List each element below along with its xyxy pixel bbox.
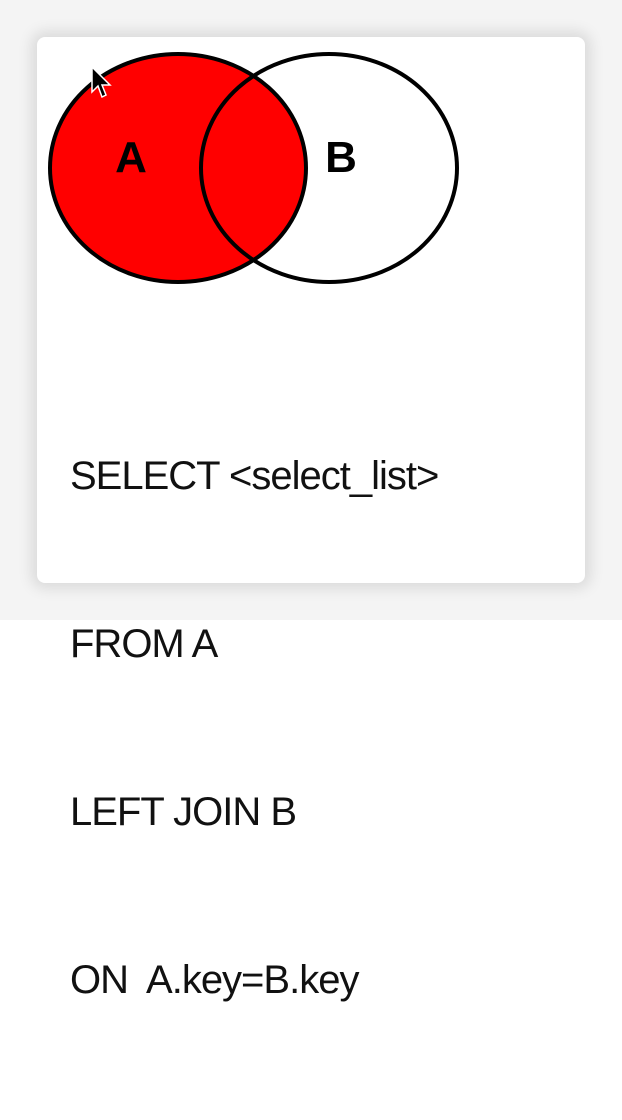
venn-diagram: A B: [48, 52, 459, 284]
sql-line-on: ON A.key=B.key: [70, 958, 359, 1002]
set-b-label: B: [325, 133, 357, 182]
sql-line-from: FROM A: [70, 622, 218, 666]
mouse-pointer-icon: [91, 66, 112, 99]
image-frame: A B SELECT <select_list> FROM A LEFT JOI…: [0, 0, 622, 1002]
sql-line-join: LEFT JOIN B: [70, 790, 297, 834]
sql-line-select: SELECT <select_list>: [70, 454, 439, 498]
set-b-circle: [199, 52, 459, 284]
sql-query: SELECT <select_list> FROM A LEFT JOIN B …: [70, 336, 439, 1120]
set-a-outline: [48, 52, 308, 284]
intersection-region: [201, 54, 306, 282]
set-a-label: A: [115, 133, 147, 182]
